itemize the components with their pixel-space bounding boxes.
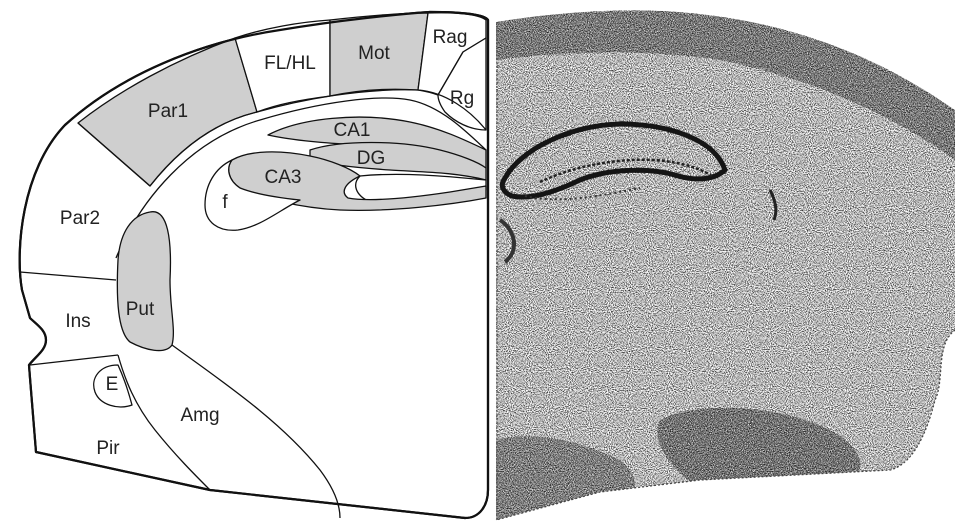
label-pir: Pir	[96, 438, 120, 459]
label-par1: Par1	[148, 101, 188, 122]
label-e: E	[106, 374, 119, 395]
label-f: f	[222, 192, 228, 213]
label-dg: DG	[357, 148, 386, 169]
label-amg: Amg	[180, 405, 219, 426]
region-ins-boundary-bottom	[30, 355, 118, 365]
region-put	[117, 212, 173, 351]
label-ins: Ins	[65, 311, 90, 332]
label-fl-hl: FL/HL	[264, 53, 316, 74]
label-mot: Mot	[358, 43, 390, 64]
label-ca1: CA1	[334, 120, 371, 141]
label-rg: Rg	[450, 88, 474, 109]
label-par2: Par2	[60, 208, 100, 229]
label-rag: Rag	[433, 27, 468, 48]
atlas-drawing: Par1 FL/HL Mot Rag Rg CA1 DG CA3 f Par2 …	[20, 12, 488, 518]
nissl-stained-section	[490, 0, 955, 525]
amg-boundary-right	[172, 345, 340, 518]
label-ca3: CA3	[265, 167, 302, 188]
label-put: Put	[126, 299, 155, 320]
region-ins-boundary-top	[20, 272, 116, 280]
